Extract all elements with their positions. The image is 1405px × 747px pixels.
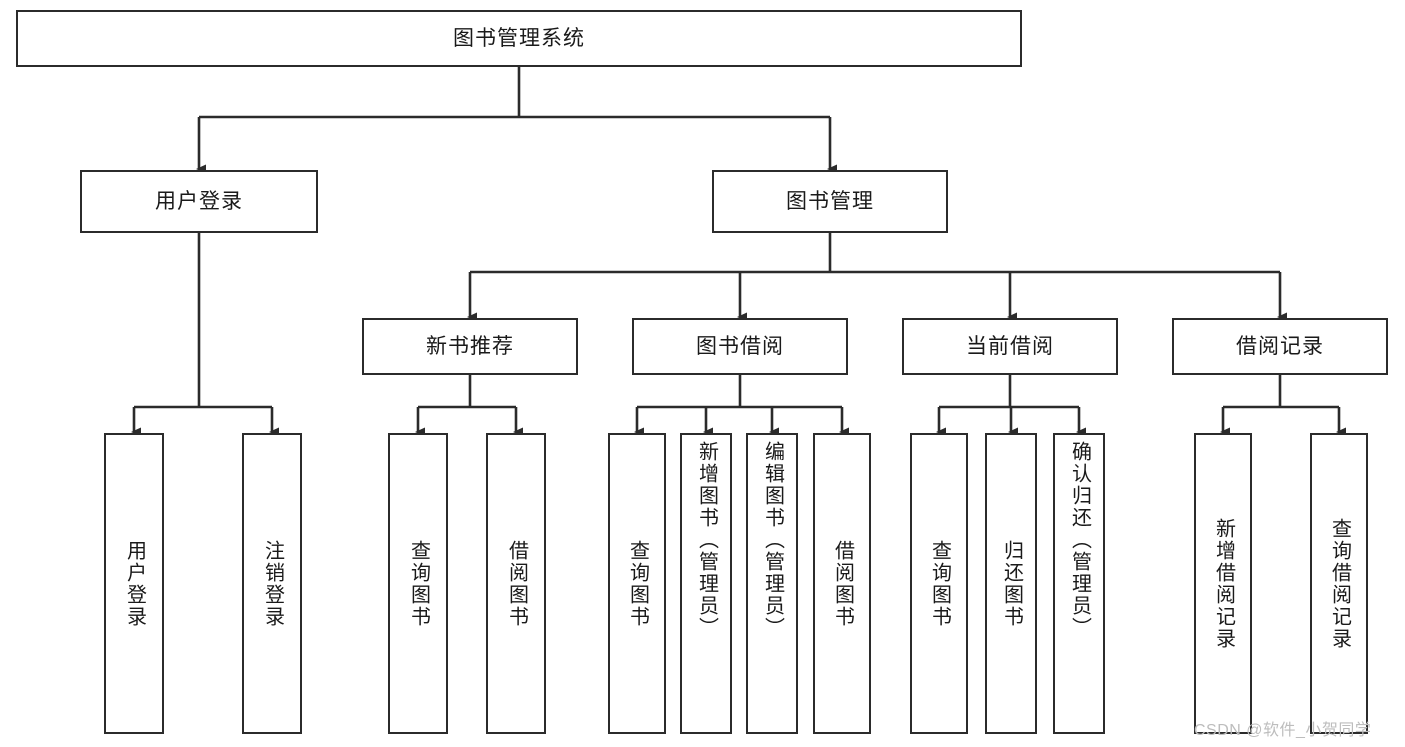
node-label: 确认归还（管理员）: [1068, 441, 1091, 639]
node-label: 新增图书（管理员）: [695, 441, 718, 639]
node-nbr-query-book[interactable]: 查询图书: [388, 433, 448, 734]
node-label: 图书管理: [786, 189, 874, 213]
node-cb-confirm-return[interactable]: 确认归还（管理员）: [1053, 433, 1105, 734]
node-borrow-record[interactable]: 借阅记录: [1172, 318, 1388, 375]
node-book-management[interactable]: 图书管理: [712, 170, 948, 233]
node-label: 编辑图书（管理员）: [761, 441, 784, 639]
node-root[interactable]: 图书管理系统: [16, 10, 1022, 67]
node-bb-edit-book[interactable]: 编辑图书（管理员）: [746, 433, 798, 734]
node-nbr-borrow-book[interactable]: 借阅图书: [486, 433, 546, 734]
node-bb-add-book[interactable]: 新增图书（管理员）: [680, 433, 732, 734]
node-user-login[interactable]: 用户登录: [80, 170, 318, 233]
node-label: 当前借阅: [966, 334, 1054, 358]
node-label: 用户登录: [123, 539, 146, 628]
node-label: 新增借阅记录: [1212, 517, 1235, 650]
node-label: 查询图书: [407, 539, 430, 628]
node-label: 用户登录: [155, 189, 243, 213]
node-user-login-leaf[interactable]: 用户登录: [104, 433, 164, 734]
node-br-add-record[interactable]: 新增借阅记录: [1194, 433, 1252, 734]
node-new-book-recommend[interactable]: 新书推荐: [362, 318, 578, 375]
node-br-query-record[interactable]: 查询借阅记录: [1310, 433, 1368, 734]
node-bb-query-book[interactable]: 查询图书: [608, 433, 666, 734]
node-book-borrow[interactable]: 图书借阅: [632, 318, 848, 375]
node-label: 注销登录: [261, 539, 284, 628]
node-cb-query-book[interactable]: 查询图书: [910, 433, 968, 734]
node-cb-return-book[interactable]: 归还图书: [985, 433, 1037, 734]
node-current-borrow[interactable]: 当前借阅: [902, 318, 1118, 375]
node-user-logout-leaf[interactable]: 注销登录: [242, 433, 302, 734]
node-label: 查询图书: [626, 539, 649, 628]
node-label: 借阅记录: [1236, 334, 1324, 358]
node-bb-borrow-book[interactable]: 借阅图书: [813, 433, 871, 734]
node-label: 图书管理系统: [453, 26, 585, 50]
node-label: 归还图书: [1000, 539, 1023, 628]
node-label: 查询图书: [928, 539, 951, 628]
node-label: 图书借阅: [696, 334, 784, 358]
node-label: 新书推荐: [426, 334, 514, 358]
node-label: 查询借阅记录: [1328, 517, 1351, 650]
node-label: 借阅图书: [505, 539, 528, 628]
node-label: 借阅图书: [831, 539, 854, 628]
